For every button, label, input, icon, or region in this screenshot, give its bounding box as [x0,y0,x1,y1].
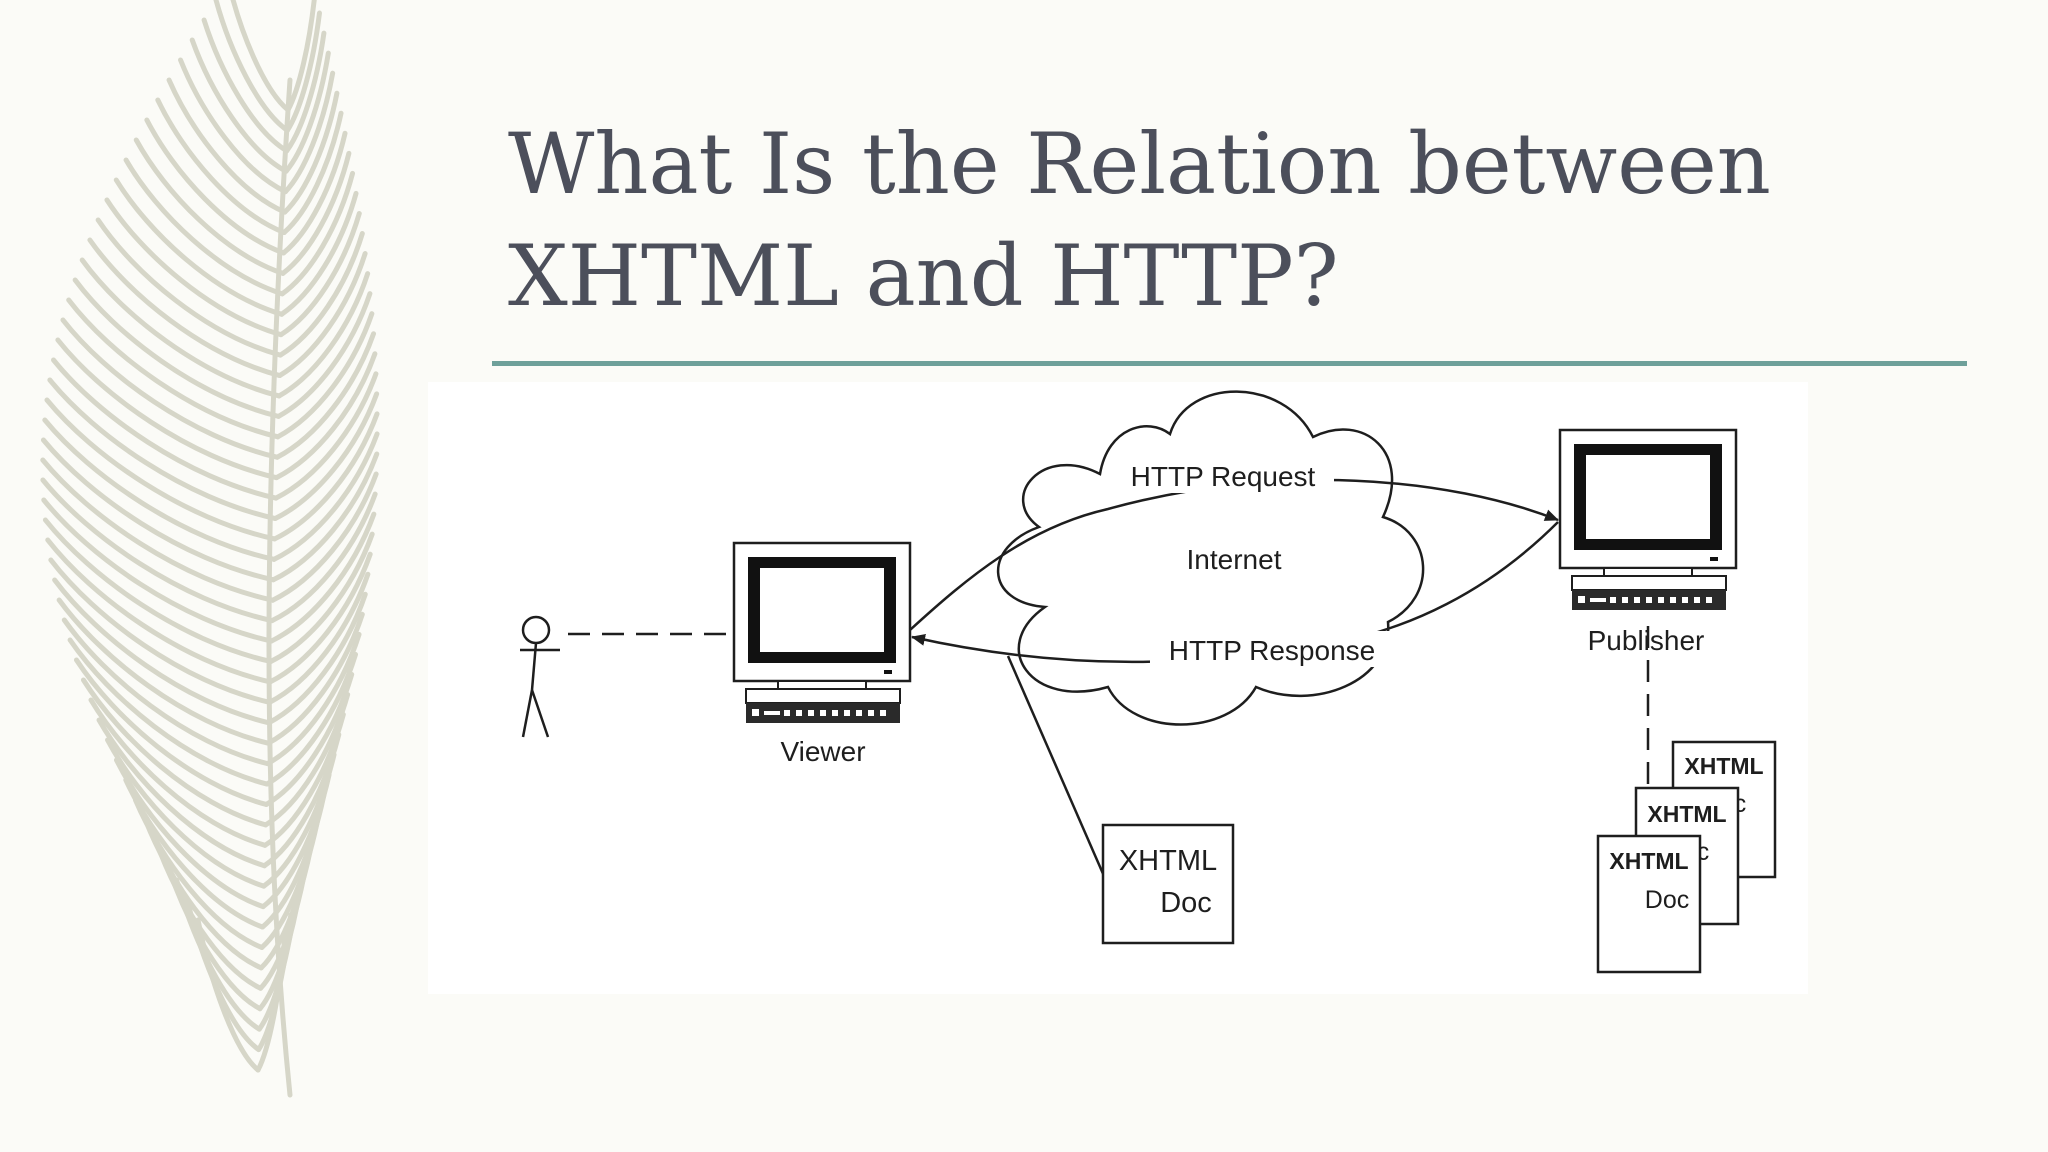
publisher-doc-front-line1: XHTML [1609,848,1688,874]
publisher-doc-middle-line1: XHTML [1647,801,1726,827]
title-line-2: XHTML and HTTP? [508,227,1339,325]
publisher-computer-icon [1558,428,1738,610]
feather-decoration [40,0,380,1098]
publisher-doc-back-line1: XHTML [1684,753,1763,779]
http-request-arrow [909,478,1559,631]
viewer-xhtml-doc [1101,823,1235,945]
viewer-doc-line1: XHTML [1119,845,1217,877]
http-request-label: HTTP Request [1131,461,1316,492]
user-figure-icon [520,615,560,738]
title-divider [492,361,1967,366]
http-xhtml-diagram: Viewer Publisher HTTP Request Internet H… [520,390,1777,974]
internet-label: Internet [1187,544,1282,575]
viewer-doc-link [1006,655,1106,877]
viewer-label: Viewer [780,736,865,767]
viewer-computer-icon [732,541,912,723]
viewer-doc-line2: Doc [1160,887,1212,919]
title-line-1: What Is the Relation between [508,115,1771,213]
publisher-doc-front-line2: Doc [1645,886,1689,914]
slide-title: What Is the Relation between XHTML and H… [508,108,1968,332]
http-response-label: HTTP Response [1169,635,1375,666]
publisher-label: Publisher [1588,625,1705,656]
publisher-doc-front [1596,834,1702,974]
